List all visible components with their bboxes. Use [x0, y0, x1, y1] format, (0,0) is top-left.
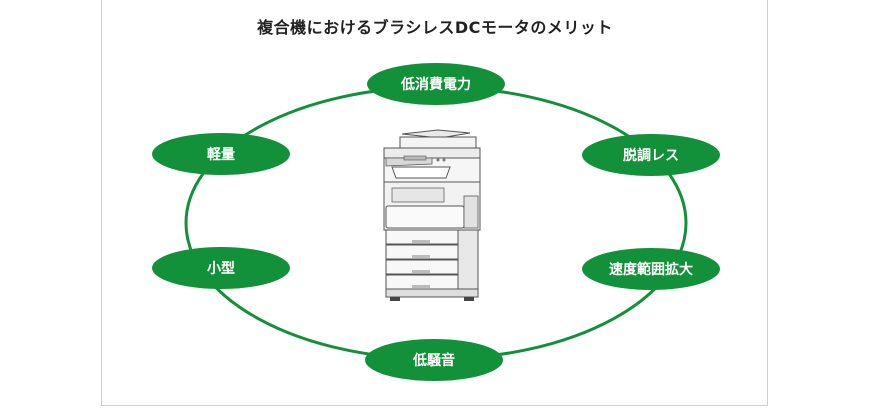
merit-node-wide-speed-range: 速度範囲拡大: [582, 248, 720, 290]
merit-node-bg: [152, 247, 290, 289]
merit-node-bg: [582, 134, 720, 176]
multifunction-printer-illustration: [383, 129, 481, 301]
merit-node-bg: [582, 248, 720, 290]
merit-node-low-power: 低消費電力: [367, 63, 505, 105]
merit-node-low-noise: 低騒音: [365, 339, 503, 381]
merit-node-no-adjustment: 脱調レス: [582, 134, 720, 176]
merit-label: 軽量: [207, 146, 235, 163]
merit-node-lightweight: 軽量: [152, 133, 290, 175]
merit-label: 脱調レス: [623, 147, 679, 164]
merit-node-bg: [365, 339, 503, 381]
merit-node-bg: [152, 133, 290, 175]
merit-label: 低消費電力: [400, 76, 471, 93]
merit-label: 小型: [207, 260, 235, 277]
merit-label: 低騒音: [412, 352, 455, 369]
merit-node-bg: [367, 63, 505, 105]
merit-label: 速度範囲拡大: [609, 261, 693, 278]
merit-node-compact: 小型: [152, 247, 290, 289]
diagram-title: 複合機におけるブラシレスDCモータのメリット: [257, 18, 613, 37]
